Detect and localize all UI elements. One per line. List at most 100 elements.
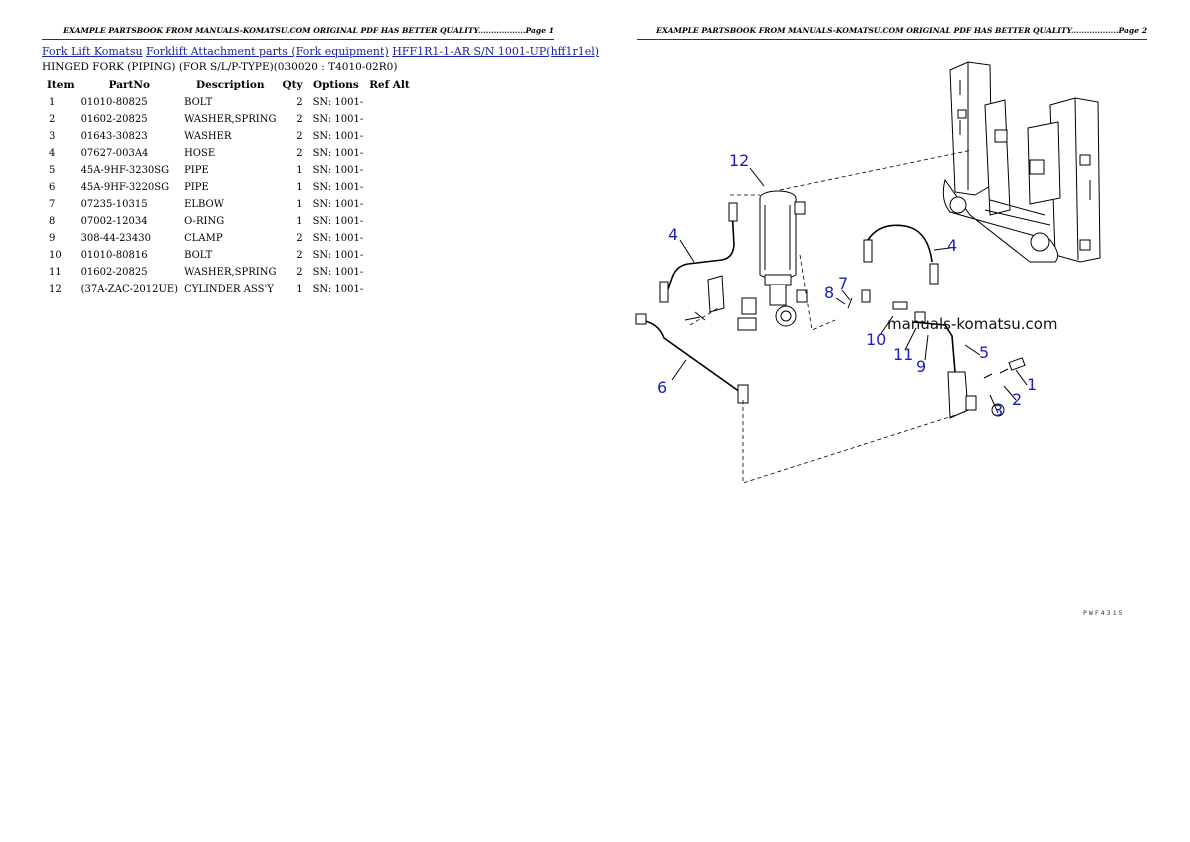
cell-description: BOLT <box>184 97 213 108</box>
callout-8: 8 <box>824 283 834 302</box>
cell-ref-alt <box>366 281 413 298</box>
cell-description: CYLINDER ASS'Y <box>184 284 274 295</box>
table-row: 2 01602-20825 WASHER,SPRING 2 SN: 1001- <box>44 111 413 128</box>
cell-item: 8 <box>49 216 56 227</box>
cell-ref-alt <box>366 213 413 230</box>
cell-item: 10 <box>49 250 62 261</box>
cell-options: SN: 1001- <box>312 216 364 227</box>
cell-item: 1 <box>49 97 56 108</box>
cell-qty: 2 <box>296 250 303 261</box>
cell-options: SN: 1001- <box>312 182 364 193</box>
cell-ref-alt <box>366 179 413 196</box>
cell-options: SN: 1001- <box>312 250 364 261</box>
cell-options: SN: 1001- <box>312 131 364 142</box>
page-2: EXAMPLE PARTSBOOK FROM MANUALS-KOMATSU.C… <box>595 0 1190 842</box>
figure-code: PWF4315 <box>1083 609 1124 617</box>
callout-12: 12 <box>729 151 749 170</box>
page-header: EXAMPLE PARTSBOOK FROM MANUALS-KOMATSU.C… <box>637 26 1147 40</box>
cell-ref-alt <box>366 145 413 162</box>
callout-10: 10 <box>866 330 886 349</box>
parts-diagram: 12 4 4 7 8 10 11 9 5 1 2 3 6 manuals-kom… <box>635 61 1124 617</box>
page-title: HINGED FORK (PIPING) (FOR S/L/P-TYPE)(03… <box>42 61 398 73</box>
table-row: 1 01010-80825 BOLT 2 SN: 1001- <box>44 94 413 111</box>
callout-7: 7 <box>838 274 848 293</box>
cell-ref-alt <box>366 111 413 128</box>
callout-5: 5 <box>979 343 989 362</box>
watermark: manuals-komatsu.com <box>887 315 1058 333</box>
cell-item: 3 <box>49 131 56 142</box>
cell-description: WASHER,SPRING <box>184 114 277 125</box>
cell-qty: 2 <box>296 148 303 159</box>
column-header-description: Description <box>196 79 265 91</box>
cell-partno: 45A-9HF-3220SG <box>80 182 170 193</box>
cell-options: SN: 1001- <box>312 233 364 244</box>
cell-qty: 2 <box>296 114 303 125</box>
cell-item: 2 <box>49 114 56 125</box>
cylinder-assy-drawing <box>684 190 808 331</box>
table-row: 3 01643-30823 WASHER 2 SN: 1001- <box>44 128 413 145</box>
callout-11: 11 <box>893 345 913 364</box>
cell-partno: 45A-9HF-3230SG <box>80 165 170 176</box>
cell-item: 9 <box>49 233 56 244</box>
cell-description: PIPE <box>184 182 209 193</box>
cell-qty: 1 <box>296 284 303 295</box>
callout-2: 2 <box>1012 390 1022 409</box>
cell-options: SN: 1001- <box>312 114 364 125</box>
cell-qty: 1 <box>296 199 303 210</box>
breadcrumb-link-model[interactable]: HFF1R1-1-AR S/N 1001-UP(hff1r1el) <box>392 45 600 58</box>
cell-qty: 1 <box>296 165 303 176</box>
cell-description: BOLT <box>184 250 213 261</box>
cell-options: SN: 1001- <box>312 165 364 176</box>
cell-description: ELBOW <box>184 199 225 210</box>
cell-item: 4 <box>49 148 56 159</box>
breadcrumb-link-fork-lift-komatsu[interactable]: Fork Lift Komatsu <box>42 45 143 58</box>
cell-options: SN: 1001- <box>312 97 364 108</box>
cell-qty: 2 <box>296 233 303 244</box>
cell-ref-alt <box>366 247 413 264</box>
cell-qty: 1 <box>296 182 303 193</box>
column-header-partno: PartNo <box>108 79 151 91</box>
callout-9: 9 <box>916 357 926 376</box>
breadcrumb-link-forklift-attachment[interactable]: Forklift Attachment parts (Fork equipmen… <box>146 45 389 58</box>
callout-4: 4 <box>668 225 678 244</box>
cell-description: HOSE <box>184 148 216 159</box>
page-header: EXAMPLE PARTSBOOK FROM MANUALS-KOMATSU.C… <box>42 26 554 40</box>
parts-table: Item PartNo Description Qty Options Ref … <box>44 76 413 298</box>
cell-ref-alt <box>366 128 413 145</box>
fork-frame-drawing <box>942 61 1101 263</box>
callout-leaders <box>671 167 1028 414</box>
cell-partno: 01643-30823 <box>80 131 148 142</box>
cell-description: WASHER <box>184 131 232 142</box>
cell-ref-alt <box>366 162 413 179</box>
callout-6: 6 <box>657 378 667 397</box>
cell-partno: 308-44-23430 <box>80 233 151 244</box>
cell-qty: 2 <box>296 131 303 142</box>
cell-item: 5 <box>49 165 56 176</box>
table-row: 5 45A-9HF-3230SG PIPE 1 SN: 1001- <box>44 162 413 179</box>
cell-ref-alt <box>366 94 413 111</box>
cell-partno: (37A-ZAC-2012UE) <box>80 284 179 295</box>
cell-partno: 01010-80825 <box>80 97 148 108</box>
column-header-qty: Qty <box>282 79 303 91</box>
cell-options: SN: 1001- <box>312 199 364 210</box>
cell-ref-alt <box>366 196 413 213</box>
cell-description: WASHER,SPRING <box>184 267 277 278</box>
callout-1: 1 <box>1027 375 1037 394</box>
cell-partno: 01602-20825 <box>80 267 148 278</box>
callout-4: 4 <box>947 236 957 255</box>
cell-qty: 2 <box>296 97 303 108</box>
cell-ref-alt <box>366 230 413 247</box>
column-header-ref-alt: Ref Alt <box>369 79 410 91</box>
cell-item: 12 <box>49 284 62 295</box>
cell-description: O-RING <box>184 216 225 227</box>
cell-options: SN: 1001- <box>312 148 364 159</box>
cell-options: SN: 1001- <box>312 284 364 295</box>
cell-partno: 01602-20825 <box>80 114 148 125</box>
column-header-item: Item <box>47 79 75 91</box>
cell-description: PIPE <box>184 165 209 176</box>
cell-partno: 07235-10315 <box>80 199 148 210</box>
